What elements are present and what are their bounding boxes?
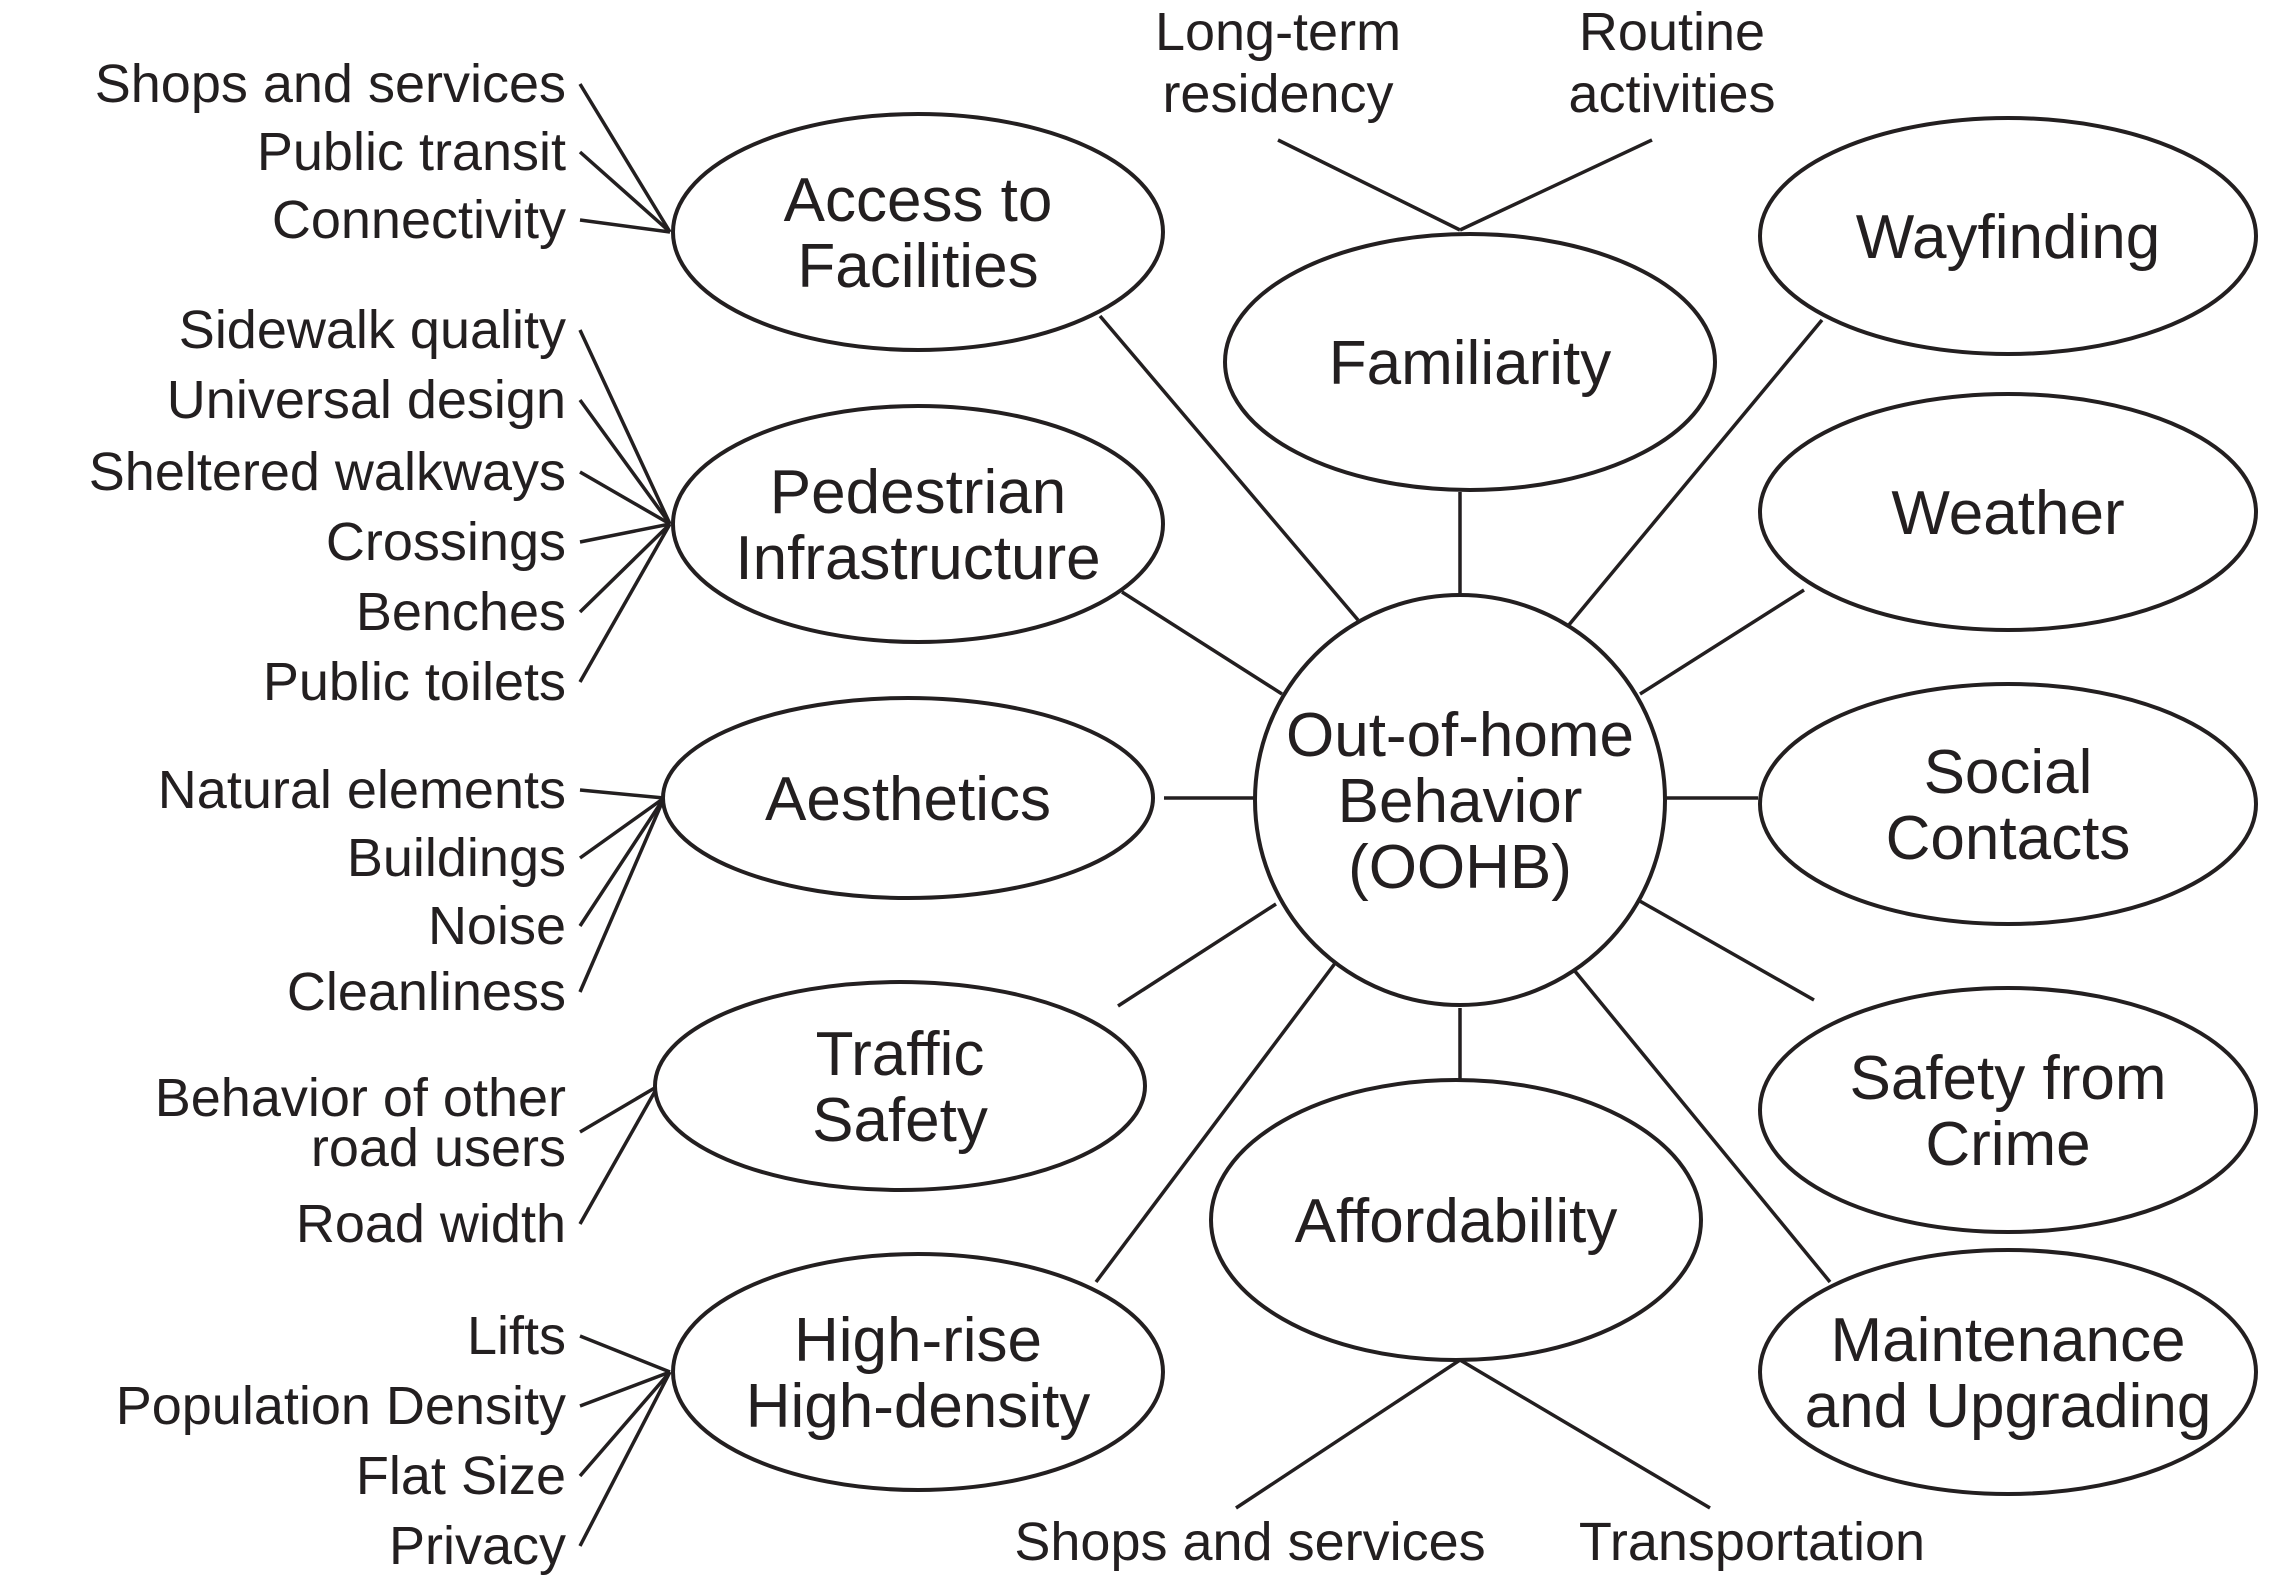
subfactor-highrise-label: Flat Size	[356, 1446, 566, 1506]
subfactor-familiarity-label: Long-term	[1155, 2, 1401, 62]
factor-maintenance-label: Maintenance	[1830, 1306, 2185, 1375]
subfactor-access-label: Shops and services	[95, 54, 566, 114]
subfactor-highrise-label: Population Density	[116, 1376, 566, 1436]
factor-social-label: Social	[1924, 738, 2093, 807]
subfactor-pedestrian-connector	[579, 470, 671, 526]
subfactor-aesthetics-label: Buildings	[347, 828, 566, 888]
subfactor-traffic-connector	[579, 1084, 659, 1134]
hub-circle	[1253, 593, 1667, 1007]
subfactor-pedestrian-label: Universal design	[167, 370, 566, 430]
factor-social-ellipse	[1758, 682, 2258, 926]
spoke-traffic	[1117, 902, 1277, 1008]
subfactor-pedestrian-label: Sidewalk quality	[179, 300, 566, 360]
factor-highrise-ellipse	[671, 1252, 1165, 1492]
factor-familiarity-ellipse	[1223, 232, 1717, 492]
subfactor-highrise-connector	[579, 1370, 671, 1408]
factor-crime-label: Safety from	[1850, 1044, 2167, 1113]
subfactor-aesthetics-connector	[578, 797, 666, 993]
factor-pedestrian-label: Pedestrian	[770, 458, 1066, 527]
subfactor-familiarity-label: activities	[1568, 64, 1775, 124]
subfactor-highrise-connector	[579, 1334, 671, 1374]
spoke-pedestrian	[1121, 590, 1283, 696]
subfactor-aesthetics-connector	[578, 797, 666, 927]
subfactor-access-label: Public transit	[257, 122, 566, 182]
spoke-access	[1098, 314, 1360, 622]
factor-highrise-label: High-rise	[794, 1306, 1042, 1375]
hub-label-line: Behavior	[1338, 767, 1583, 836]
subfactor-access-connector	[578, 150, 672, 234]
factor-access-ellipse	[671, 112, 1165, 352]
spoke-wayfinding	[1566, 318, 1824, 628]
factor-traffic-label: Safety	[812, 1086, 988, 1155]
subfactor-highrise-connector	[578, 1371, 672, 1547]
spoke-crime	[1637, 898, 1815, 1002]
subfactor-pedestrian-connector	[578, 523, 672, 683]
factor-affordability-ellipse	[1209, 1078, 1703, 1362]
subfactor-familiarity-label: Routine	[1579, 2, 1765, 62]
subfactor-pedestrian-label: Crossings	[326, 512, 566, 572]
subfactor-traffic-label: Behavior of other	[155, 1068, 566, 1128]
factor-highrise-label: High-density	[746, 1372, 1091, 1441]
subfactor-aesthetics-label: Noise	[428, 896, 566, 956]
factor-weather-ellipse	[1758, 392, 2258, 632]
factor-wayfinding-ellipse	[1758, 116, 2258, 356]
subfactor-highrise-label: Privacy	[389, 1516, 566, 1576]
spoke-highrise	[1094, 960, 1338, 1284]
subfactor-access-label: Connectivity	[272, 190, 566, 250]
subfactor-affordability-label: Shops and services	[1014, 1512, 1485, 1572]
subfactor-familiarity-connector	[1277, 138, 1461, 232]
subfactor-traffic-connector	[578, 1085, 660, 1225]
subfactor-aesthetics-label: Cleanliness	[287, 962, 566, 1022]
spoke-weather	[1639, 588, 1805, 696]
factor-weather-label: Weather	[1891, 479, 2124, 548]
spoke-maintenance	[1572, 968, 1832, 1284]
factor-familiarity-label: Familiarity	[1329, 329, 1611, 398]
factor-crime-ellipse	[1758, 986, 2258, 1234]
subfactor-aesthetics-label: Natural elements	[158, 760, 566, 820]
factor-pedestrian-label: Infrastructure	[735, 524, 1100, 593]
factor-crime-label: Crime	[1925, 1110, 2090, 1179]
subfactor-pedestrian-connector	[578, 398, 672, 526]
subfactor-familiarity-connector	[1459, 138, 1653, 232]
factor-maintenance-ellipse	[1758, 1248, 2258, 1496]
factor-access-label: Access to	[784, 166, 1053, 235]
subfactor-aesthetics-connector	[579, 788, 665, 800]
subfactor-aesthetics-connector	[578, 796, 666, 860]
factor-affordability-label: Affordability	[1295, 1187, 1618, 1256]
factor-maintenance-label: and Upgrading	[1805, 1372, 2212, 1441]
subfactor-access-connector	[579, 218, 671, 234]
subfactor-pedestrian-label: Benches	[356, 582, 566, 642]
factor-wayfinding-label: Wayfinding	[1856, 203, 2160, 272]
factor-social-label: Contacts	[1886, 804, 2131, 873]
subfactor-highrise-label: Lifts	[467, 1306, 566, 1366]
subfactor-pedestrian-connector	[578, 329, 672, 525]
subfactor-pedestrian-connector	[579, 522, 671, 544]
hub-label-line: Out-of-home	[1286, 701, 1634, 770]
hub-label-line: (OOHB)	[1348, 833, 1572, 902]
factor-aesthetics-ellipse	[661, 696, 1155, 900]
factor-pedestrian-ellipse	[671, 404, 1165, 644]
subfactor-affordability-connector	[1235, 1358, 1461, 1510]
factor-aesthetics-label: Aesthetics	[765, 765, 1051, 834]
subfactor-access-connector	[578, 83, 672, 233]
subfactor-highrise-connector	[578, 1370, 672, 1478]
subfactor-pedestrian-label: Sheltered walkways	[89, 442, 566, 502]
subfactor-pedestrian-label: Public toilets	[263, 652, 566, 712]
subfactor-traffic-label: road users	[311, 1118, 566, 1178]
subfactor-traffic-label: Road width	[296, 1194, 566, 1254]
factor-access-label: Facilities	[797, 232, 1038, 301]
subfactor-affordability-connector	[1459, 1358, 1711, 1510]
subfactor-affordability-label: Transportation	[1579, 1512, 1925, 1572]
subfactor-familiarity-label: residency	[1162, 64, 1393, 124]
factor-traffic-label: Traffic	[816, 1020, 985, 1089]
factor-traffic-ellipse	[653, 980, 1147, 1192]
connector-lines	[578, 83, 1832, 1547]
subfactor-pedestrian-connector	[578, 522, 672, 614]
